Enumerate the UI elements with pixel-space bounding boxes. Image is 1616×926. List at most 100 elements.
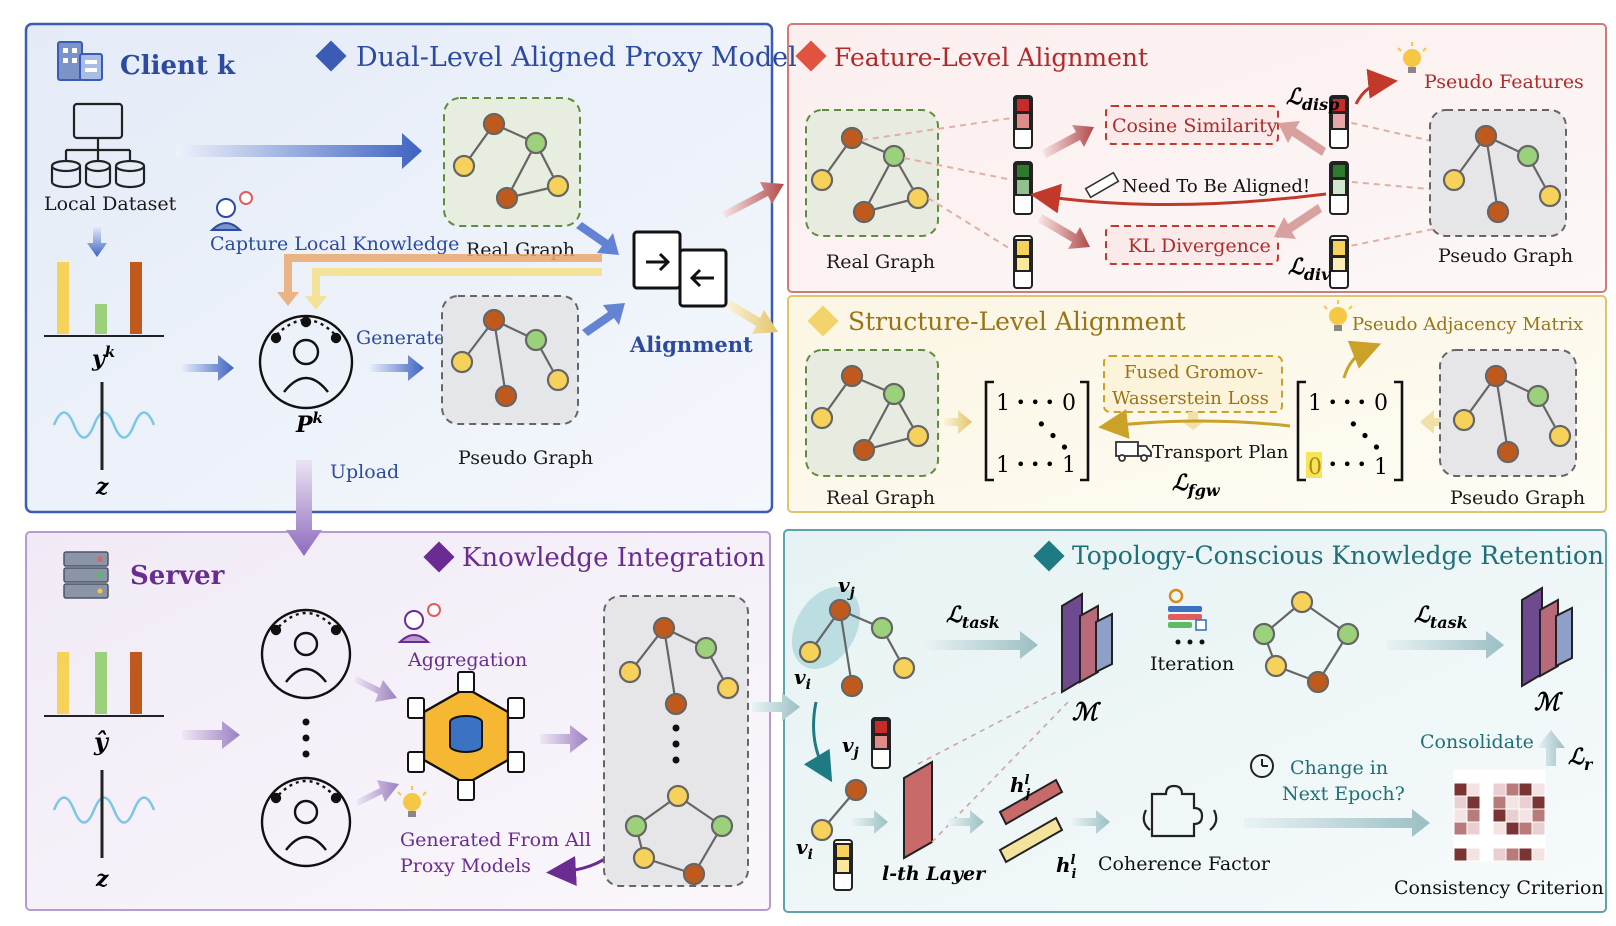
consistency-cell [1466,808,1481,823]
client-diamond-icon [315,40,347,72]
arrow-task-1 [924,631,1038,659]
feature-pseudo-graph [1442,124,1562,224]
feature-dashed-links [861,117,1489,251]
consistency-cell [1479,834,1494,849]
structure-pseudo-graph [1452,364,1572,464]
consistency-cell [1518,847,1533,862]
topology-graph-2 [1252,590,1360,694]
generated-line1: Generated From All [400,829,591,851]
vj-feature-bar [871,717,891,769]
consistency-cell [1453,821,1468,836]
l-div-label: ℒdiv [1288,254,1331,284]
svg-text:0: 0 [1374,391,1388,416]
noise-z [52,382,156,470]
server-graph-bottom [624,784,734,886]
arrow-to-structure [726,300,778,334]
feature-pseudo-graph-box [1429,109,1567,237]
arrow-consolidate [1537,730,1565,766]
arrow-feature-kl-right [1274,204,1322,239]
model-icon-2 [1521,586,1573,688]
server-noise-z [52,770,156,858]
consistency-cell [1492,821,1507,836]
consistency-cell [1492,808,1507,823]
upload-label: Upload [330,461,399,483]
consolidate-label: Consolidate [1420,731,1534,753]
consistency-cell [1518,795,1533,810]
person-idea-icon-2 [397,603,441,643]
fgw-line2: Wasserstein Loss [1112,388,1269,409]
arrow-pseudo-features [1354,68,1398,105]
consistency-cell [1479,782,1494,797]
server-panel [25,531,771,911]
model-label-1: ℳ [1072,697,1102,726]
bulb-icon-3 [397,786,427,817]
pseudo-feature-bars [1329,95,1349,289]
cosine-box [1105,105,1279,145]
consistency-cell [1492,847,1507,862]
structure-real-graph [810,364,930,462]
consistency-cell [1505,769,1520,784]
person-idea-icon [209,191,253,231]
arrow-pseudo-to-matrix [1420,410,1448,434]
feature-real-graph [810,126,930,224]
l-fgw-label: ℒfgw [1172,470,1221,500]
consistency-label: Consistency Criterion [1394,877,1604,899]
consistency-cell [1505,834,1520,849]
bulb-icon-2 [1323,300,1353,331]
server-graph-top [618,616,740,716]
arrow-upload [286,460,322,556]
structure-diamond-icon [807,305,839,337]
consistency-cell [1453,808,1468,823]
arrow-pseudo-adj [1342,340,1382,379]
arrow-fgw-transport [1098,409,1291,439]
consistency-cell [1479,821,1494,836]
svg-text:• • •: • • • [1016,393,1054,412]
svg-text:1: 1 [1308,391,1322,416]
pseudo-features-label: Pseudo Features [1424,71,1584,93]
model-icon-1 [1061,592,1113,694]
consistency-cell [1453,782,1468,797]
arrow-topology-down [803,701,833,783]
truck-icon [1115,441,1152,462]
alignment-label: Alignment [629,332,753,357]
svg-text:0: 0 [1062,391,1076,416]
client-real-graph [452,112,570,210]
client-real-graph-box [443,97,581,227]
consistency-cell [1518,808,1533,823]
svg-text:1: 1 [996,453,1010,478]
need-aligned-label: Need To Be Aligned! [1122,176,1310,197]
server-proxy-icon-top [260,608,352,700]
feature-title: Feature-Level Alignment [834,43,1148,72]
arrow-y-to-proxy [180,355,234,381]
structure-real-graph-box [805,349,939,477]
consistency-cell [1466,795,1481,810]
arrow-real-to-matrix [944,410,972,434]
h-embeddings [998,778,1064,864]
topology-title: Topology-Conscious Knowledge Retention [1072,541,1604,570]
consistency-cell [1466,847,1481,862]
consistency-cell [1518,821,1533,836]
consistency-cell [1466,782,1481,797]
consistency-cell [1492,834,1507,849]
svg-text:1: 1 [996,391,1010,416]
consistency-cell [1531,834,1546,849]
kl-label: KL Divergence [1128,235,1271,257]
client-pseudo-graph [450,308,570,408]
svg-text:• • •: • • • [1016,455,1054,474]
feature-real-graph-label: Real Graph [826,251,935,273]
arrow-feature-kl-left [1038,214,1090,249]
consistency-cell [1492,769,1507,784]
y-hat-label: ŷ [93,727,110,756]
server-panel-title: Knowledge Integration [462,543,766,573]
consistency-cell [1531,782,1546,797]
transport-label: Transport Plan [1152,442,1289,463]
server-graph-dots [672,724,680,764]
consistency-cell [1492,782,1507,797]
server-icon [63,551,109,599]
arrow-layer-to-h [948,810,984,834]
arrow-to-layer [852,810,888,834]
svg-text:• • •: • • • [1328,455,1366,474]
z-label: z [95,474,109,500]
consistency-cell [1453,769,1468,784]
